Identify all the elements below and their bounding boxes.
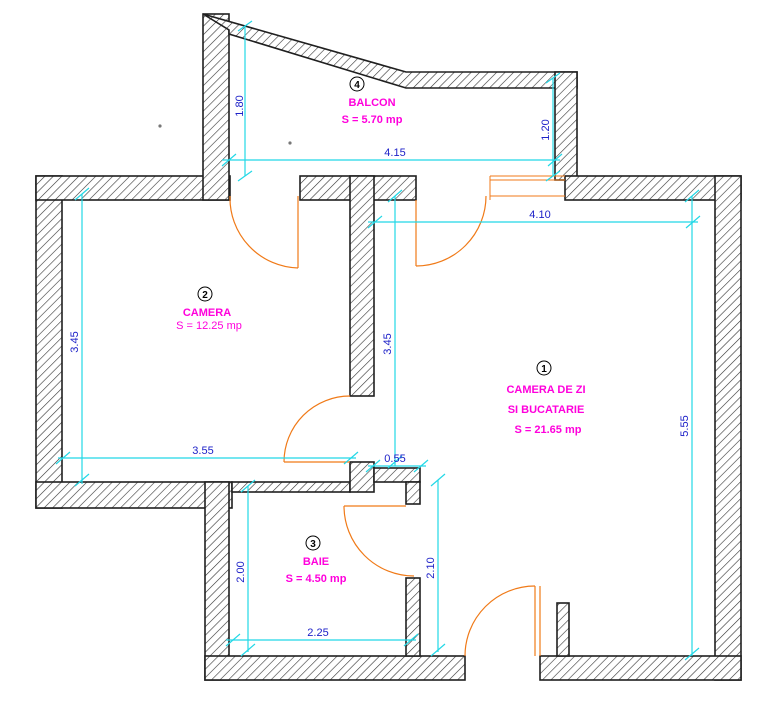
door-living-balcon — [415, 195, 487, 267]
wall-baie-door-jamb — [405, 481, 421, 505]
stray-dot — [288, 141, 292, 145]
balcony-door-sill — [489, 175, 565, 200]
stray-dot — [158, 124, 162, 128]
wall-corridor-top — [373, 467, 421, 483]
room-name-camera: CAMERA — [183, 307, 231, 319]
wall-baie-right — [405, 577, 421, 657]
room-name-balcon: BALCON — [348, 97, 395, 109]
room-labels: 4 BALCON S = 5.70 mp 2 CAMERA S = 12.25 … — [176, 76, 586, 585]
room-name-living-line2: SI BUCATARIE — [508, 404, 585, 416]
dim-corridor-width: 0.55 — [384, 453, 405, 465]
room-number-badge — [349, 76, 365, 92]
wall-balcon-top — [202, 13, 578, 89]
wall-stub — [556, 602, 570, 657]
room-number-4: 4 — [354, 80, 360, 91]
wall-camera-bottom-mid — [231, 481, 351, 493]
room-number-1: 1 — [541, 364, 547, 375]
room-name-baie: BAIE — [303, 556, 329, 568]
dim-baie-height: 2.00 — [235, 561, 247, 582]
doors — [229, 195, 541, 657]
door-entrance — [464, 585, 536, 657]
dim-camera-width: 3.55 — [192, 445, 213, 457]
dim-baie-width: 2.25 — [307, 627, 328, 639]
room-number-badge — [305, 535, 321, 551]
wall-camera-top — [35, 175, 231, 201]
wall-baie-bottom — [204, 655, 466, 681]
room-number-badge — [536, 360, 552, 376]
door-camera-balcon — [229, 195, 299, 269]
dim-corridor-height: 3.45 — [382, 333, 394, 354]
dim-balcon-left: 1.80 — [234, 95, 246, 116]
room-name-living-line1: CAMERA DE ZI — [506, 384, 585, 396]
room-number-2: 2 — [202, 290, 208, 301]
door-baie — [343, 505, 415, 577]
wall-camera-left — [35, 175, 63, 509]
walls — [35, 13, 742, 681]
dim-balcon-width: 4.15 — [384, 147, 405, 159]
room-number-3: 3 — [310, 539, 316, 550]
wall-baie-left — [204, 481, 230, 681]
dim-living-height: 5.55 — [679, 415, 691, 436]
dimension-lines — [55, 20, 701, 661]
room-area-camera: S = 12.25 mp — [176, 320, 242, 332]
dimension-labels: 1.80 1.20 4.15 4.10 5.55 3.45 3.45 3.55 … — [69, 95, 691, 639]
wall-living-top — [564, 175, 742, 201]
room-area-living: S = 21.65 mp — [515, 424, 582, 436]
wall-living-bottom — [539, 655, 742, 681]
room-area-balcon: S = 5.70 mp — [342, 114, 403, 126]
wall-camera-bottom — [35, 481, 233, 509]
wall-balcon-left — [202, 13, 230, 201]
door-camera-corridor — [283, 395, 351, 463]
dim-baie-side-height: 2.10 — [425, 557, 437, 578]
wall-partition — [349, 175, 375, 397]
dim-balcon-right: 1.20 — [540, 119, 552, 140]
wall-balcon-right — [554, 71, 578, 181]
dim-camera-height: 3.45 — [69, 331, 81, 352]
wall-living-right — [714, 175, 742, 681]
room-number-badge — [197, 286, 213, 302]
room-area-baie: S = 4.50 mp — [286, 573, 347, 585]
dim-living-width: 4.10 — [529, 209, 550, 221]
